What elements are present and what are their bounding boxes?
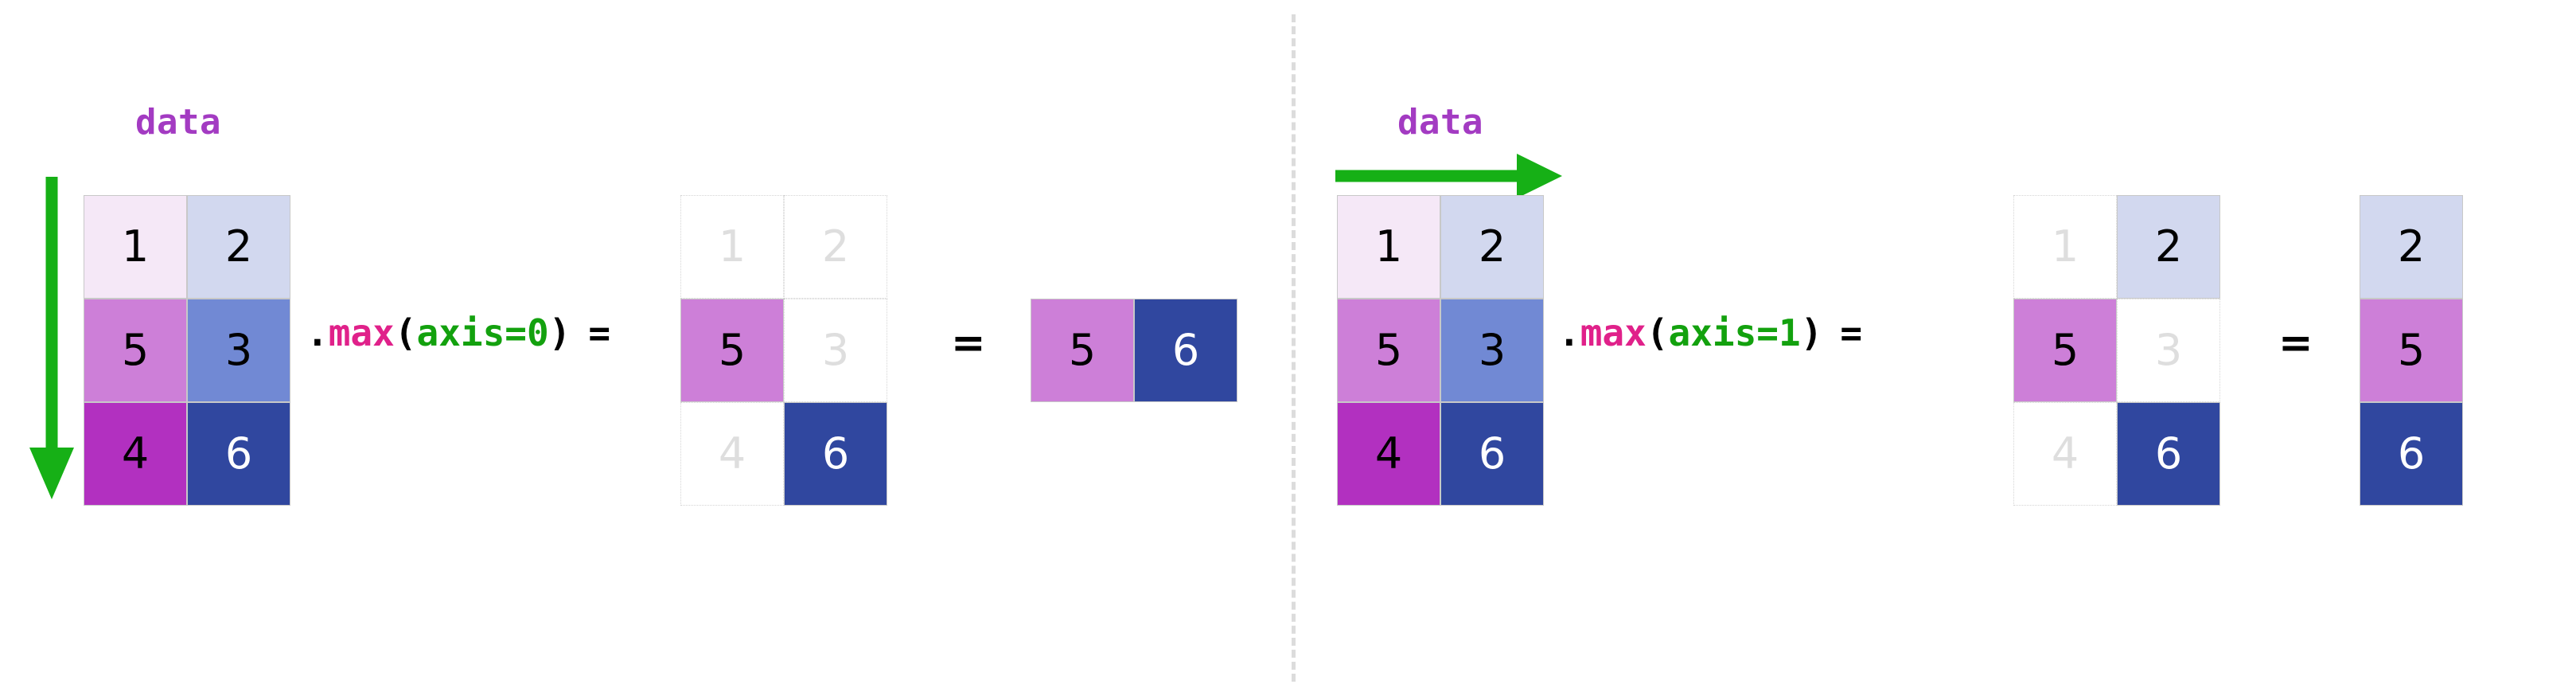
- cell-value: 2: [2397, 221, 2426, 272]
- cell-value: 4: [718, 428, 746, 479]
- matrix-cell[interactable]: 1: [84, 195, 187, 299]
- expr-dot: .: [1558, 311, 1580, 354]
- expression-axis-0: .max(axis=0)=: [306, 315, 610, 351]
- cell-value: 2: [1478, 221, 1506, 272]
- matrix-cell[interactable]: 4: [84, 402, 187, 506]
- expr-dot: .: [306, 311, 329, 354]
- cell-value: 5: [2397, 325, 2426, 375]
- cell-value: 4: [121, 428, 150, 479]
- cell-value: 5: [1374, 325, 1403, 375]
- matrix-cell[interactable]: 5: [2360, 299, 2463, 402]
- cell-value: 1: [718, 221, 746, 272]
- equals-sign-right: =: [2278, 319, 2313, 367]
- expr-method: max: [328, 311, 395, 354]
- matrix-cell[interactable]: 5: [1337, 299, 1440, 402]
- expr-equals: =: [1840, 311, 1863, 354]
- expression-axis-1: .max(axis=1)=: [1558, 315, 1862, 351]
- cell-value: 1: [121, 221, 150, 272]
- cell-value: 6: [821, 428, 850, 479]
- cell-value: 1: [2051, 221, 2079, 272]
- highlight-matrix-right[interactable]: 1 2 5 3 4 6: [2013, 195, 2220, 506]
- cell-value: 2: [2154, 221, 2183, 272]
- cell-value: 6: [2397, 428, 2426, 479]
- cell-value: 2: [224, 221, 253, 272]
- green-down-arrow: [27, 177, 76, 506]
- cell-value: 4: [2051, 428, 2079, 479]
- green-right-arrow: [1335, 151, 1566, 204]
- expr-method: max: [1580, 311, 1647, 354]
- matrix-cell[interactable]: 6: [2117, 402, 2220, 506]
- cell-value: 3: [2154, 325, 2183, 375]
- highlight-matrix-left[interactable]: 1 2 5 3 4 6: [680, 195, 887, 506]
- matrix-cell[interactable]: 5: [2013, 299, 2117, 402]
- matrix-cell[interactable]: 3: [1440, 299, 1544, 402]
- cell-value: 2: [821, 221, 850, 272]
- cell-value: 3: [224, 325, 253, 375]
- matrix-cell[interactable]: 2: [2117, 195, 2220, 299]
- matrix-cell[interactable]: 5: [680, 299, 784, 402]
- matrix-cell[interactable]: 1: [1337, 195, 1440, 299]
- cell-value: 5: [718, 325, 746, 375]
- data-matrix-left[interactable]: 1 2 5 3 4 6: [84, 195, 290, 506]
- matrix-cell[interactable]: 6: [784, 402, 887, 506]
- cell-value: 6: [224, 428, 253, 479]
- matrix-cell[interactable]: 4: [2013, 402, 2117, 506]
- expr-close-paren: ): [548, 311, 571, 354]
- expr-arg: axis=0: [416, 311, 549, 354]
- expr-close-paren: ): [1800, 311, 1823, 354]
- equals-sign-left: =: [951, 319, 986, 367]
- cell-value: 3: [821, 325, 850, 375]
- matrix-cell[interactable]: 1: [2013, 195, 2117, 299]
- matrix-cell[interactable]: 3: [2117, 299, 2220, 402]
- matrix-cell[interactable]: 2: [187, 195, 290, 299]
- matrix-cell[interactable]: 3: [784, 299, 887, 402]
- result-matrix-right[interactable]: 2 5 6: [2360, 195, 2463, 506]
- matrix-cell[interactable]: 6: [1440, 402, 1544, 506]
- matrix-cell[interactable]: 3: [187, 299, 290, 402]
- matrix-cell[interactable]: 4: [680, 402, 784, 506]
- cell-value: 5: [121, 325, 150, 375]
- cell-value: 6: [1171, 325, 1200, 375]
- cell-value: 1: [1374, 221, 1403, 272]
- cell-value: 5: [1068, 325, 1097, 375]
- cell-value: 6: [1478, 428, 1506, 479]
- data-label-left: data: [135, 102, 221, 143]
- expr-arg: axis=1: [1668, 311, 1801, 354]
- cell-value: 5: [2051, 325, 2079, 375]
- cell-value: 4: [1374, 428, 1403, 479]
- matrix-cell[interactable]: 5: [1031, 299, 1134, 402]
- matrix-cell[interactable]: 6: [2360, 402, 2463, 506]
- cell-value: 6: [2154, 428, 2183, 479]
- expr-open-paren: (: [1646, 311, 1669, 354]
- panel-divider: [1292, 14, 1296, 682]
- expr-open-paren: (: [394, 311, 417, 354]
- matrix-cell[interactable]: 6: [187, 402, 290, 506]
- matrix-cell[interactable]: 5: [84, 299, 187, 402]
- expr-equals: =: [588, 311, 611, 354]
- matrix-cell[interactable]: 1: [680, 195, 784, 299]
- matrix-cell[interactable]: 2: [784, 195, 887, 299]
- matrix-cell[interactable]: 4: [1337, 402, 1440, 506]
- cell-value: 3: [1478, 325, 1506, 375]
- matrix-cell[interactable]: 2: [1440, 195, 1544, 299]
- matrix-cell[interactable]: 2: [2360, 195, 2463, 299]
- matrix-cell[interactable]: 6: [1134, 299, 1237, 402]
- data-label-right: data: [1397, 102, 1483, 143]
- data-matrix-right[interactable]: 1 2 5 3 4 6: [1337, 195, 1544, 506]
